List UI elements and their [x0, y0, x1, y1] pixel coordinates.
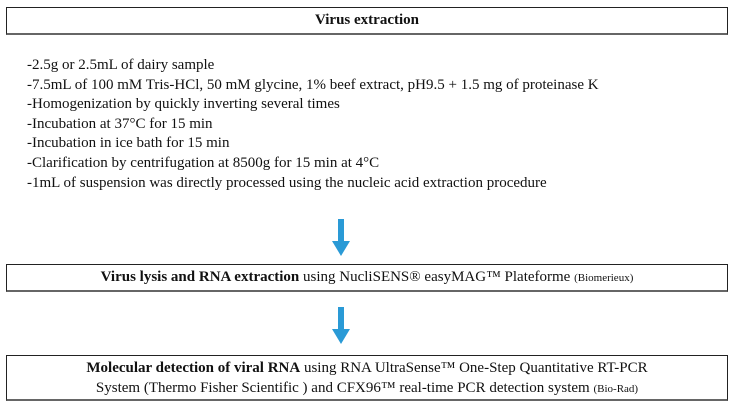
step-item: -7.5mL of 100 mM Tris-HCl, 50 mM glycine…	[27, 76, 599, 93]
virus-extraction-title: Virus extraction	[314, 12, 419, 28]
molecular-detection-text-2: System (Thermo Fisher Scientific ) and C…	[95, 380, 594, 396]
step-item: -Homogenization by quickly inverting sev…	[27, 96, 340, 113]
step-item: -1mL of suspension was directly processe…	[27, 174, 547, 191]
rna-extraction-vendor: (Biomerieux)	[574, 272, 634, 284]
step-item: -Clarification by centrifugation at 8500…	[27, 154, 380, 171]
step-item: -Incubation at 37°C for 15 min	[27, 115, 213, 132]
molecular-detection-box: Molecular detection of viral RNA using R…	[6, 355, 728, 401]
virus-extraction-title-box: Virus extraction	[6, 7, 728, 35]
molecular-detection-title: Molecular detection of viral RNA	[86, 360, 301, 376]
rna-extraction-title: Virus lysis and RNA extraction	[100, 269, 300, 285]
arrow-down-icon	[332, 219, 350, 256]
rna-extraction-text: using NucliSENS® easyMAG™ Plateforme	[299, 269, 575, 285]
rna-extraction-box: Virus lysis and RNA extraction using Nuc…	[6, 264, 728, 292]
step-item: -2.5g or 2.5mL of dairy sample	[27, 57, 215, 73]
molecular-detection-text-1: using RNA UltraSense™ One-Step Quantitat…	[300, 360, 648, 376]
step-item: -Incubation in ice bath for 15 min	[27, 135, 230, 152]
virus-extraction-steps: -2.5g or 2.5mL of dairy sample -7.5mL of…	[27, 56, 599, 193]
molecular-detection-vendor: (Bio-Rad)	[593, 383, 639, 395]
arrow-down-icon	[332, 307, 350, 344]
